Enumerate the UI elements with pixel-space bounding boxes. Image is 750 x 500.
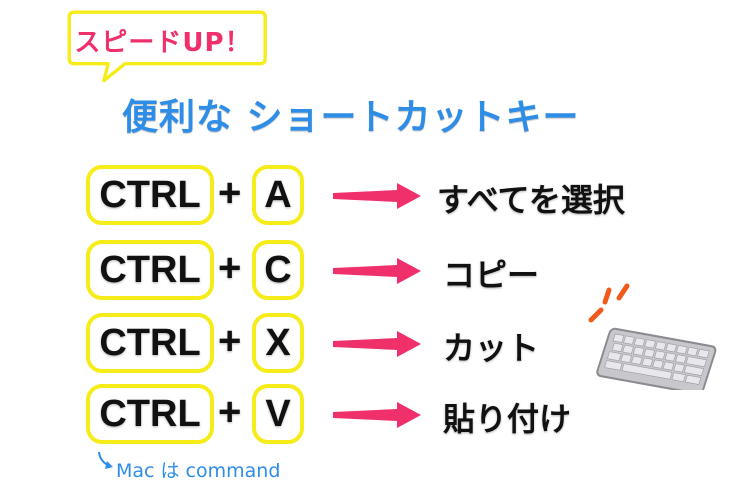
modifier-key: CTRL [86, 240, 214, 300]
small-arrow-icon [98, 451, 113, 469]
letter-key: X [252, 313, 304, 373]
right-arrow-icon [333, 331, 421, 357]
letter-key: C [252, 240, 304, 300]
right-arrow-icon [333, 183, 421, 209]
right-arrow-icon [333, 402, 421, 428]
plus-sign: + [218, 171, 242, 215]
right-arrow-icon [333, 258, 421, 284]
bubble-text: スピードUP！ [74, 28, 252, 58]
shortcut-row: CTRL + A すべてを選択 [0, 165, 750, 225]
page-title: 便利な ショートカットキー [122, 97, 580, 138]
plus-sign: + [218, 246, 242, 290]
modifier-key: CTRL [86, 313, 214, 373]
speech-bubble [67, 10, 267, 83]
plus-sign: + [218, 390, 242, 434]
shortcut-row: CTRL + V 貼り付け [0, 384, 750, 444]
keyboard-icon [588, 283, 717, 390]
modifier-key: CTRL [86, 165, 214, 225]
modifier-key: CTRL [86, 384, 214, 444]
action-label: コピー [443, 256, 540, 294]
letter-key: A [252, 165, 304, 225]
mac-note: Mac は command [116, 460, 281, 482]
letter-key: V [252, 384, 304, 444]
action-label: すべてを選択 [437, 181, 625, 219]
action-label: 貼り付け [443, 400, 572, 438]
shortcut-row: CTRL + C コピー [0, 240, 750, 300]
plus-sign: + [218, 319, 242, 363]
shortcut-row: CTRL + X カット [0, 313, 750, 373]
action-label: カット [443, 329, 540, 367]
